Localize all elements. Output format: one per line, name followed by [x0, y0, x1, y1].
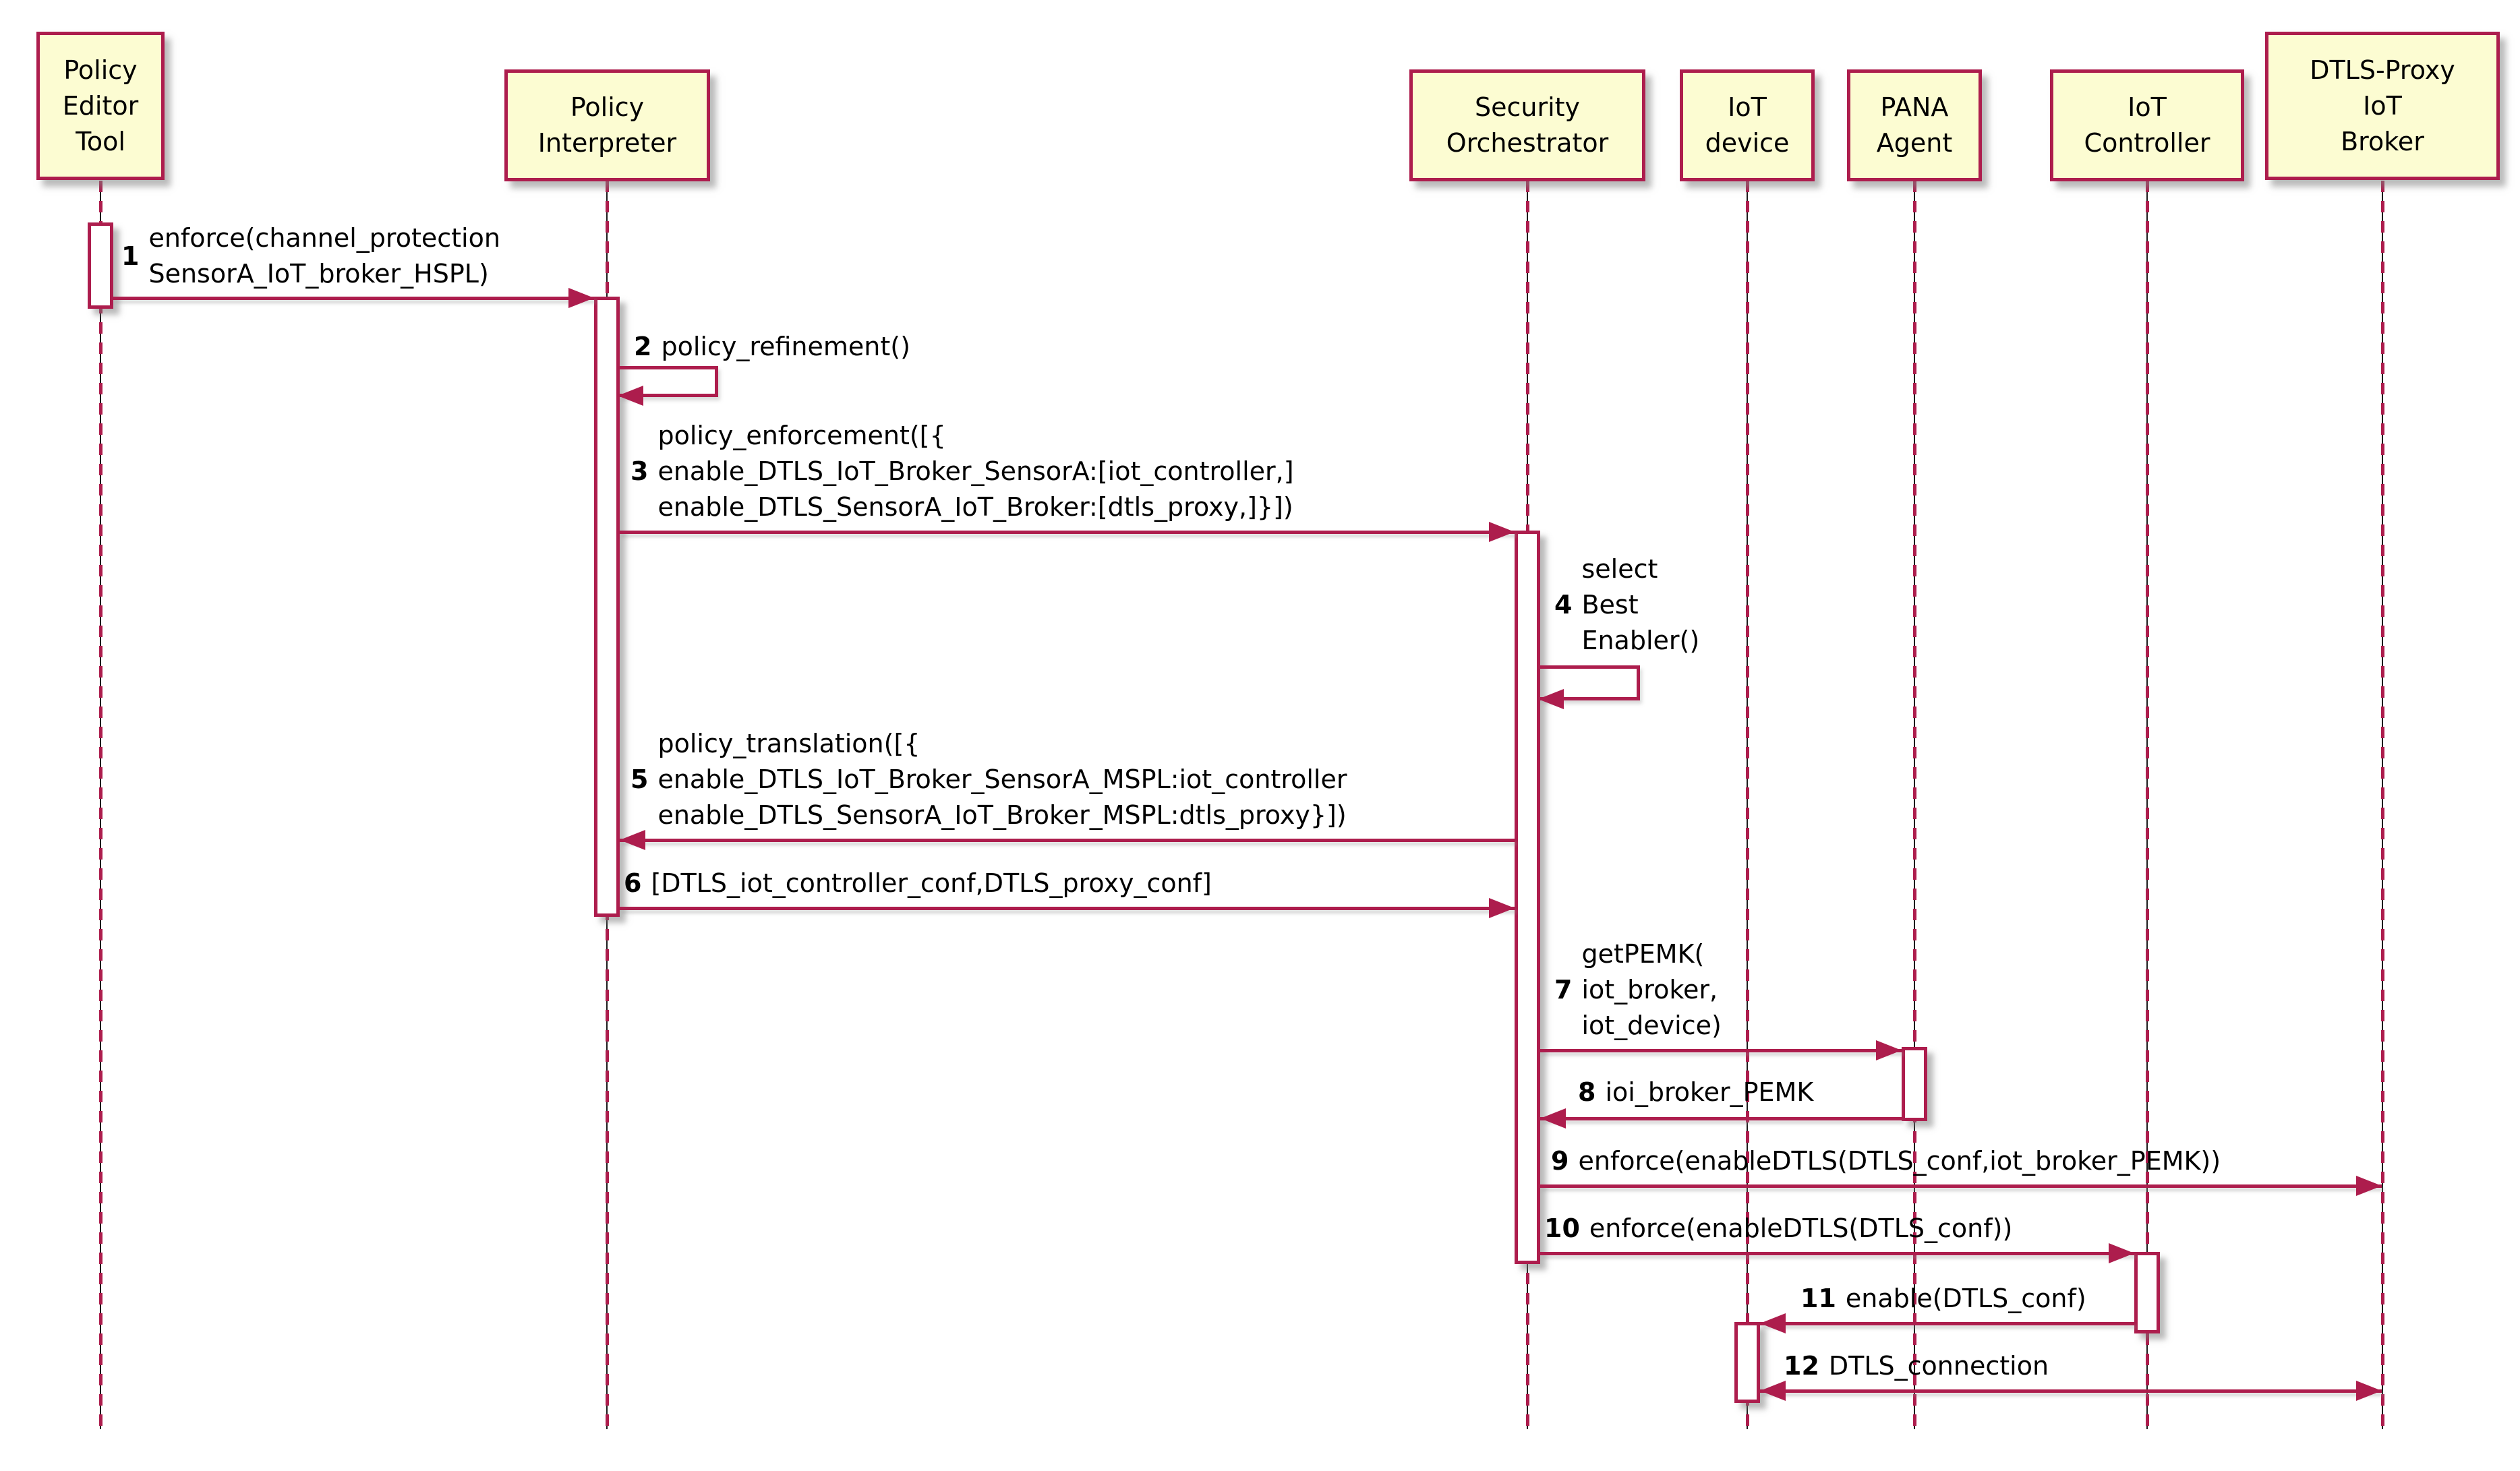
activation-policy-editor-tool	[88, 222, 113, 309]
message-9-arrowhead	[2356, 1176, 2382, 1196]
message-12-arrow-line	[1760, 1389, 2382, 1393]
message-11-number: 11	[1800, 1284, 1836, 1313]
message-6-arrowhead	[1489, 898, 1515, 918]
message-7-arrowhead	[1876, 1040, 1902, 1060]
message-4-label: 4 select Best Enabler()	[1554, 551, 1699, 659]
message-3-arrowhead	[1489, 522, 1515, 542]
activation-security-orchestrator	[1515, 531, 1540, 1264]
participant-policy-interpreter: Policy Interpreter	[504, 69, 710, 181]
message-9-arrow-line	[1540, 1184, 2382, 1188]
message-4-text: select Best Enabler()	[1581, 554, 1700, 655]
message-11-text: enable(DTLS_conf)	[1845, 1284, 2086, 1313]
participant-pana-agent: PANA Agent	[1847, 69, 1982, 181]
message-9-number: 9	[1551, 1146, 1569, 1176]
participant-label: Policy Interpreter	[537, 92, 677, 158]
message-7-label: 7 getPEMK( iot_broker, iot_device)	[1554, 936, 1722, 1044]
message-2-text: policy_refinement()	[661, 332, 910, 361]
message-1-arrow-line	[113, 297, 594, 300]
message-9-text: enforce(enableDTLS(DTLS_conf,iot_broker_…	[1578, 1146, 2221, 1176]
lifeline-dash-iot-controller	[2146, 181, 2149, 1429]
message-8-text: ioi_broker_PEMK	[1605, 1077, 1814, 1107]
participant-dtls-proxy-iot-broker: DTLS-Proxy IoT Broker	[2265, 32, 2500, 180]
message-1-label: 1 enforce(channel_protection SensorA_IoT…	[121, 220, 500, 292]
participant-iot-controller: IoT Controller	[2050, 69, 2244, 181]
message-4-self-loop	[1540, 665, 1640, 700]
message-3-label: 3 policy_enforcement([{ enable_DTLS_IoT_…	[631, 418, 1294, 525]
message-2-number: 2	[634, 332, 652, 361]
message-4-number: 4	[1554, 590, 1573, 620]
lifeline-dash-iot-device	[1746, 181, 1749, 1429]
message-1-number: 1	[121, 241, 140, 271]
participant-label: IoT device	[1705, 92, 1790, 158]
participant-iot-device: IoT device	[1680, 69, 1815, 181]
participant-label: Policy Editor Tool	[62, 55, 139, 156]
message-8-number: 8	[1578, 1077, 1596, 1107]
lifeline-dash-policy-editor-tool	[99, 181, 102, 1429]
message-6-text: [DTLS_iot_controller_conf,DTLS_proxy_con…	[651, 868, 1212, 898]
message-9-label: 9 enforce(enableDTLS(DTLS_conf,iot_broke…	[1551, 1143, 2221, 1179]
message-12-text: DTLS_connection	[1828, 1351, 2049, 1381]
message-11-label: 11 enable(DTLS_conf)	[1800, 1281, 2086, 1317]
message-11-arrow-line	[1760, 1322, 2134, 1325]
message-2-arrowhead	[618, 386, 643, 406]
message-3-text: policy_enforcement([{ enable_DTLS_IoT_Br…	[657, 421, 1294, 522]
lifeline-dash-dtls-proxy-iot-broker	[2381, 181, 2384, 1429]
message-5-label: 5 policy_translation([{ enable_DTLS_IoT_…	[631, 726, 1347, 833]
activation-policy-interpreter	[594, 297, 620, 917]
message-7-number: 7	[1554, 975, 1573, 1004]
message-12-label: 12 DTLS_connection	[1784, 1348, 2049, 1384]
activation-pana-agent	[1902, 1047, 1927, 1121]
message-6-arrow-line	[620, 907, 1515, 910]
message-3-arrow-line	[620, 531, 1515, 534]
message-7-arrow-line	[1540, 1049, 1902, 1052]
message-7-text: getPEMK( iot_broker, iot_device)	[1581, 939, 1722, 1040]
message-10-arrow-line	[1540, 1252, 2134, 1255]
lifeline-dash-pana-agent	[1913, 181, 1916, 1429]
activation-iot-device	[1734, 1322, 1760, 1403]
message-10-arrowhead	[2109, 1243, 2134, 1263]
message-10-number: 10	[1544, 1213, 1580, 1243]
message-4-arrowhead	[1538, 689, 1564, 709]
message-10-text: enforce(enableDTLS(DTLS_conf))	[1589, 1213, 2013, 1243]
message-8-label: 8 ioi_broker_PEMK	[1578, 1075, 1813, 1110]
message-5-text: policy_translation([{ enable_DTLS_IoT_Br…	[657, 729, 1347, 830]
message-6-label: 6 [DTLS_iot_controller_conf,DTLS_proxy_c…	[624, 866, 1212, 901]
participant-policy-editor-tool: Policy Editor Tool	[36, 32, 165, 180]
message-6-number: 6	[624, 868, 642, 898]
message-12-arrowhead-right	[2356, 1381, 2382, 1401]
message-3-number: 3	[631, 456, 649, 486]
message-11-arrowhead	[1760, 1313, 1786, 1333]
participant-label: PANA Agent	[1876, 92, 1953, 158]
message-2-self-loop	[620, 366, 718, 397]
message-12-arrowhead-left	[1760, 1381, 1786, 1401]
activation-iot-controller	[2134, 1252, 2160, 1333]
participant-label: DTLS-Proxy IoT Broker	[2310, 55, 2455, 156]
message-1-text: enforce(channel_protection SensorA_IoT_b…	[148, 223, 500, 289]
message-8-arrowhead	[1540, 1108, 1566, 1129]
participant-label: Security Orchestrator	[1446, 92, 1609, 158]
participant-label: IoT Controller	[2084, 92, 2210, 158]
message-12-number: 12	[1784, 1351, 1819, 1381]
message-5-arrowhead	[620, 830, 645, 850]
message-2-label: 2 policy_refinement()	[634, 329, 910, 365]
participant-security-orchestrator: Security Orchestrator	[1409, 69, 1645, 181]
message-5-number: 5	[631, 764, 649, 794]
message-10-label: 10 enforce(enableDTLS(DTLS_conf))	[1544, 1211, 2012, 1247]
message-5-arrow-line	[620, 839, 1515, 842]
message-8-arrow-line	[1540, 1117, 1902, 1120]
message-1-arrowhead	[568, 288, 594, 308]
